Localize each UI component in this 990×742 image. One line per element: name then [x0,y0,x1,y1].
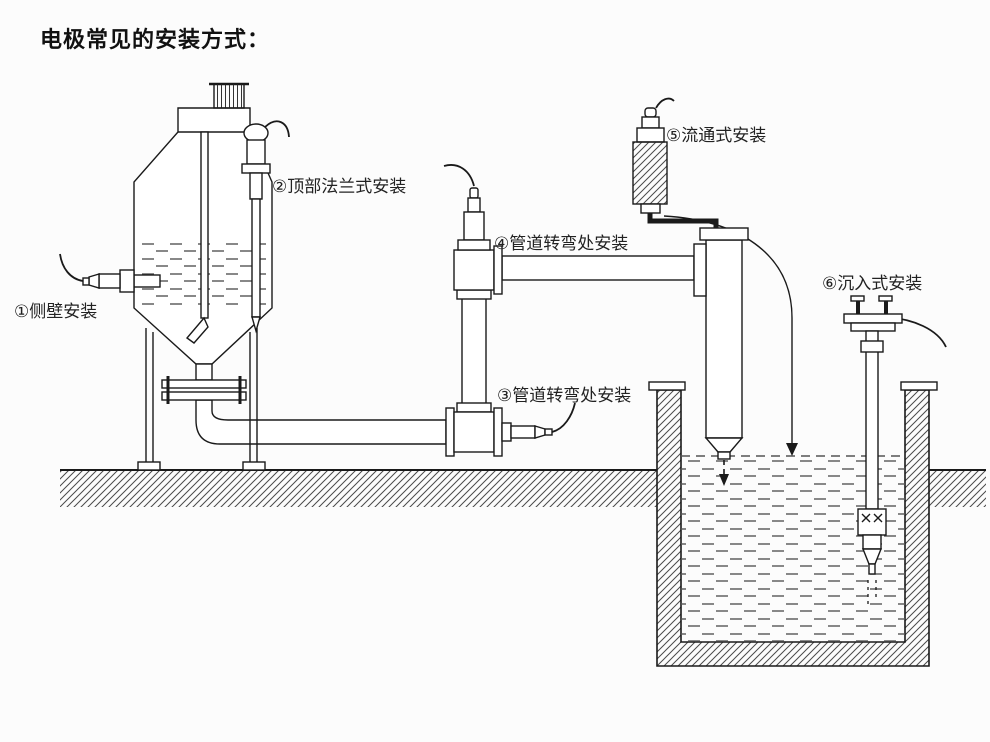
electrode-submersion [843,295,947,604]
arrow-down-icon [719,474,729,486]
electrode-pipe-bend-upper [443,164,491,251]
electrode-top-flange [241,120,290,334]
discharge-pipe [693,227,749,460]
label-flow-through: ⑤流通式安装 [666,126,767,145]
tank-outlet-stub [195,363,213,381]
tank-foot [137,461,161,471]
tank-foot [242,461,266,471]
label-submersion: ⑥沉入式安装 [822,274,923,293]
electrode-pipe-bend-lower [501,402,576,442]
pipe-upper-horizontal [501,255,695,281]
agitator-blade [185,316,209,344]
ground-right [929,469,986,507]
bottom-flange [161,391,247,401]
pipe-vertical-riser [456,289,492,413]
label-top-flange: ②顶部法兰式安装 [272,177,407,196]
pipe-lower-horizontal [195,399,447,445]
label-pipe-bend-lower: ③管道转弯处安装 [497,386,632,405]
label-pipe-bend-upper: ④管道转弯处安装 [494,234,629,253]
agitator-motor [213,83,245,109]
pipe-bend-upper-body [453,245,503,295]
flow-through-cell [632,97,719,228]
agitator-shaft [200,131,209,319]
page-title: 电极常见的安装方式： [40,27,271,52]
bottom-flange [161,379,247,389]
reaction-tank [133,82,273,471]
ground-left [60,469,657,507]
arrow-down-icon [786,443,798,456]
electrode-side-wall [59,253,161,293]
pipe-bend-lower-body [445,407,503,457]
label-side-wall: ①侧壁安装 [14,302,98,321]
